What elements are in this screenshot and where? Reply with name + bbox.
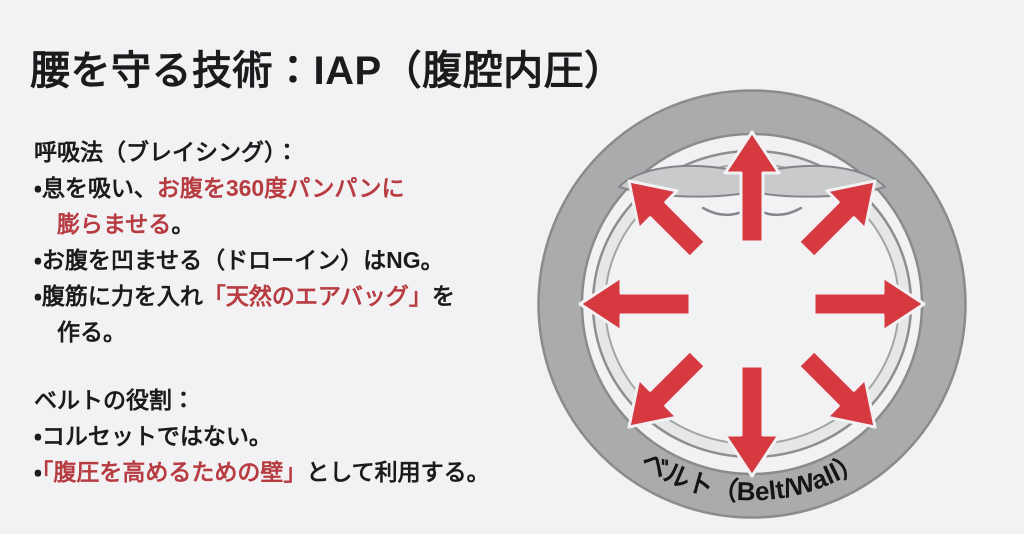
belt-bullet-1: ・コルセットではない。 — [34, 423, 272, 449]
bullet-text: ・息を吸い、 — [34, 175, 157, 201]
breathing-section: 呼吸法（ブレイシング）： ・息を吸い、お腹を360度パンパンに 膨らませる。 ・… — [34, 134, 544, 350]
bullet-text-emphasis: お腹を360度パンパンに — [156, 175, 405, 201]
belt-heading: ベルトの役割： — [34, 387, 195, 413]
belt-ring-outer-edge — [537, 89, 967, 519]
breathing-bullet-1-cont: 膨らませる。 — [34, 206, 544, 242]
bullet-text-emphasis: 膨らませる — [57, 211, 172, 237]
bullet-text: を — [431, 283, 455, 309]
breathing-heading: 呼吸法（ブレイシング）： — [34, 139, 299, 165]
iap-pressure-diagram: ベルト（Belt/Wall） — [537, 89, 967, 519]
bullet-text: として利用する。 — [306, 459, 490, 485]
page-title: 腰を守る技術：IAP（腹腔内圧） — [30, 49, 625, 93]
bullet-text: 。 — [171, 211, 195, 237]
belt-section: ベルトの役割： ・コルセットではない。 ・「腹圧を高めるための壁」として利用する… — [34, 382, 544, 490]
breathing-bullet-3: ・腹筋に力を入れ「天然のエアバッグ」を — [34, 278, 544, 314]
breathing-bullet-3-cont: 作る。 — [57, 319, 126, 345]
belt-ring — [538, 90, 966, 518]
bullet-text-emphasis: 「天然のエアバッグ」 — [202, 283, 432, 309]
breathing-bullet-2: ・お腹を凹ませる（ドローイン）はNG。 — [34, 247, 444, 273]
belt-bullet-2: ・「腹圧を高めるための壁」として利用する。 — [34, 454, 544, 490]
bullet-text: ・ — [34, 459, 42, 485]
bullet-text: ・腹筋に力を入れ — [34, 283, 203, 309]
bullet-text-emphasis: 「腹圧を高めるための壁」 — [41, 459, 307, 485]
breathing-bullet-1: ・息を吸い、お腹を360度パンパンに — [34, 170, 544, 206]
